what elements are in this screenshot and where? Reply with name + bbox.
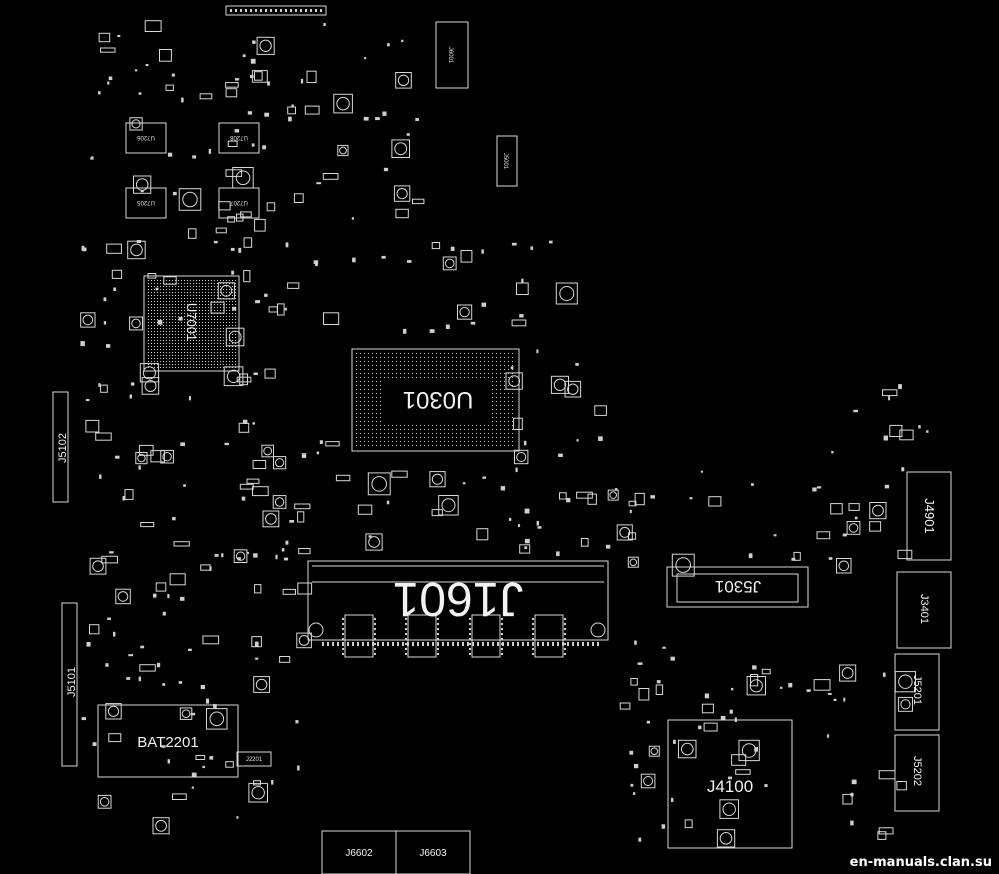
chip-u7207-label: U7207 bbox=[230, 199, 248, 205]
small-components bbox=[80, 20, 929, 848]
connector-j5101: J5101 bbox=[61, 602, 78, 767]
connector-j5101-label: J5101 bbox=[66, 667, 78, 697]
connector-j3401: J3401 bbox=[896, 571, 952, 649]
connector-j4100: J4100 bbox=[667, 719, 793, 849]
connector-j6602: J6602 bbox=[321, 830, 397, 874]
connector-j5301-label: J5301 bbox=[715, 577, 761, 596]
connector-j5202: J5202 bbox=[894, 734, 940, 812]
chip-u7207: U7207 bbox=[218, 187, 260, 219]
connector-j5102: J5102 bbox=[52, 391, 69, 503]
cpu-u0301-label: U0301 bbox=[403, 386, 474, 413]
battery-bat2201: BAT2201 bbox=[97, 704, 239, 778]
connector-j4901-label: J4901 bbox=[922, 498, 937, 533]
battery-bat2201-label: BAT2201 bbox=[137, 734, 198, 751]
bga-u7001-label: U7001 bbox=[184, 303, 199, 341]
chip-u7205: U7205 bbox=[125, 187, 167, 219]
connector-j2201: J2201 bbox=[236, 751, 272, 767]
connector-j5301: J5301 bbox=[666, 566, 809, 608]
chip-u7206: U7206 bbox=[125, 122, 167, 154]
chip-u7208: U7208 bbox=[218, 122, 260, 154]
connector-j6001-label: J6001 bbox=[447, 47, 453, 64]
dimm-j1601-label: J1601 bbox=[393, 572, 524, 625]
connector-j5201: J5201 bbox=[894, 653, 940, 731]
connector-j6603: J6603 bbox=[395, 830, 471, 874]
chip-u7208-label: U7208 bbox=[230, 134, 248, 140]
connector-j4901: J4901 bbox=[906, 471, 952, 561]
dimm-j1601: J1601 bbox=[307, 560, 609, 658]
watermark-text: en-manuals.clan.su bbox=[850, 855, 992, 870]
connector-j4100-label: J4100 bbox=[707, 777, 753, 796]
connector-j6603-label: J6603 bbox=[419, 848, 447, 859]
bga-u7001: U7001 bbox=[143, 275, 240, 372]
connector-j5202-label: J5202 bbox=[911, 756, 923, 786]
connector-j5001: J5001 bbox=[496, 135, 518, 187]
connector-j5201-label: J5201 bbox=[911, 675, 923, 705]
connector-j5001-label: J5001 bbox=[502, 153, 508, 170]
chip-u7206-label: U7206 bbox=[137, 134, 155, 140]
top-connector bbox=[225, 5, 327, 16]
chip-u7205-label: U7205 bbox=[137, 199, 155, 205]
connector-j6602-label: J6602 bbox=[345, 848, 373, 859]
connector-j3401-label: J3401 bbox=[918, 594, 930, 624]
connector-j5102-label: J5102 bbox=[57, 433, 69, 463]
cpu-u0301: U0301 bbox=[351, 348, 520, 452]
connector-j2201-label: J2201 bbox=[246, 757, 263, 763]
connector-j6001: J6001 bbox=[435, 21, 469, 89]
